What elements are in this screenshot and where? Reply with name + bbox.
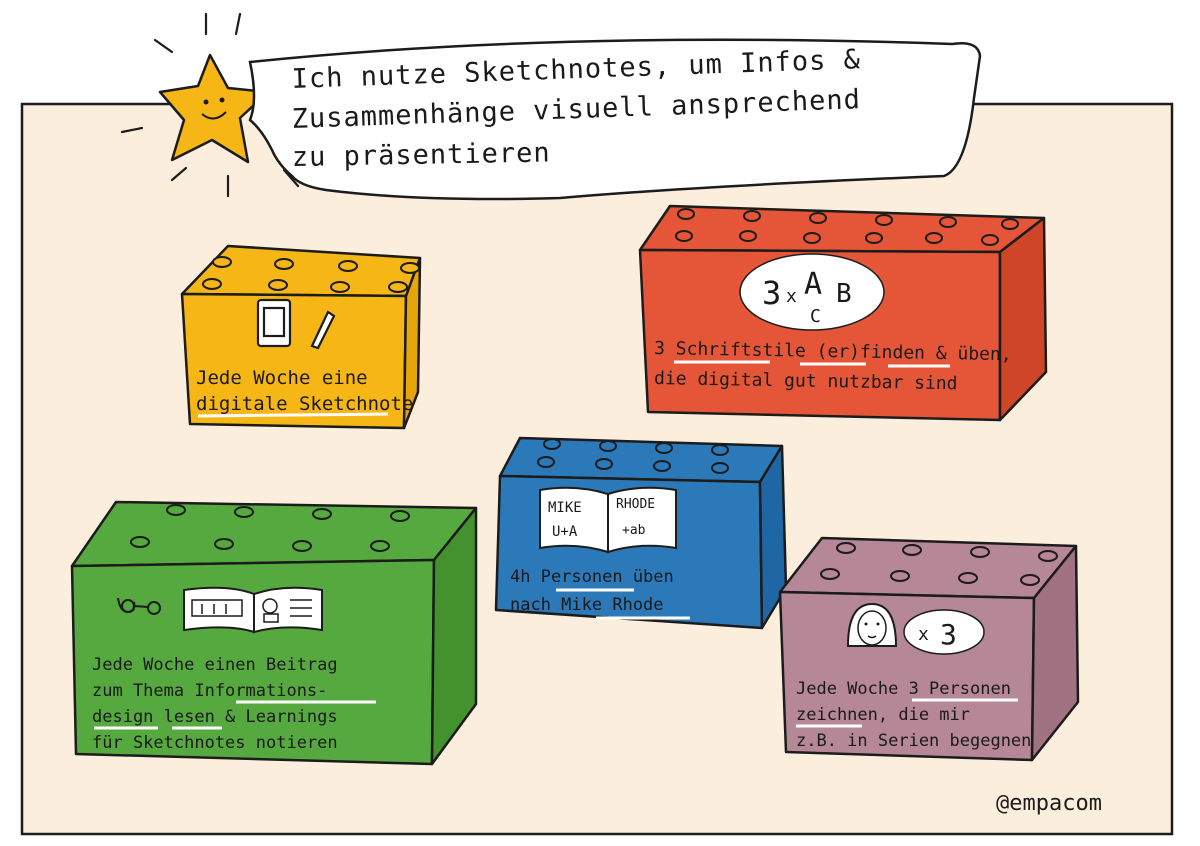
book-right-line-1: RHODE (616, 497, 655, 512)
yellow-line-2: digitale Sketchnote (196, 393, 413, 415)
glasses-icon (117, 597, 161, 615)
blue-line-2: nach Mike Rhode (510, 595, 664, 615)
green-line-1: Jede Woche einen Beitrag (92, 655, 338, 675)
brick-blue: MIKE U+A RHODE +ab 4h Personen üben nach… (494, 436, 788, 630)
brick-green: Jede Woche einen Beitrag zum Thema Infor… (70, 500, 478, 766)
brick-purple: x 3 Jede Woche 3 Personen zeichnen, die … (778, 536, 1080, 762)
book-left-line-1: MIKE (548, 500, 582, 516)
font-styles-badge: 3 x A B C (739, 253, 885, 331)
purple-badge-count: 3 (940, 618, 957, 651)
tablet-pen-icon (256, 298, 336, 350)
red-badge-times: x (786, 286, 797, 307)
green-line-2: zum Thema Informations- (92, 681, 327, 701)
signature: @empacom (996, 791, 1102, 816)
purple-badge-times: x (918, 624, 929, 645)
purple-line-2: zeichnen, die mir (796, 705, 970, 725)
magazine-icon (183, 586, 323, 634)
purple-line-3: z.B. in Serien begegnen (796, 731, 1031, 751)
blue-line-1: 4h Personen üben (510, 567, 674, 587)
brick-yellow: Jede Woche eine digitale Sketchnote (180, 244, 422, 430)
title-banner: Ich nutze Sketchnotes, um Infos & Zusamm… (248, 38, 982, 201)
brick-red: 3 x A B C 3 Schriftstile (er)finden & üb… (638, 204, 1048, 422)
purple-line-1: Jede Woche 3 Personen (796, 679, 1011, 699)
person-face-icon (846, 602, 898, 647)
book-right-line-2: +ab (622, 523, 646, 538)
banner-line-3: zu präsentieren (292, 137, 551, 173)
book-left-line-2: U+A (552, 524, 578, 540)
red-badge-letter-a: A (804, 267, 822, 302)
person-count-badge: x 3 (903, 609, 985, 655)
yellow-line-1: Jede Woche eine (196, 367, 368, 389)
red-badge-count: 3 (762, 274, 781, 312)
red-badge-letter-b: B (836, 279, 852, 309)
open-book-icon: MIKE U+A RHODE +ab (539, 486, 677, 554)
green-line-3: design lesen & Learnings (92, 707, 338, 727)
red-badge-letter-c: C (810, 306, 821, 327)
green-line-4: für Sketchnotes notieren (92, 733, 338, 753)
